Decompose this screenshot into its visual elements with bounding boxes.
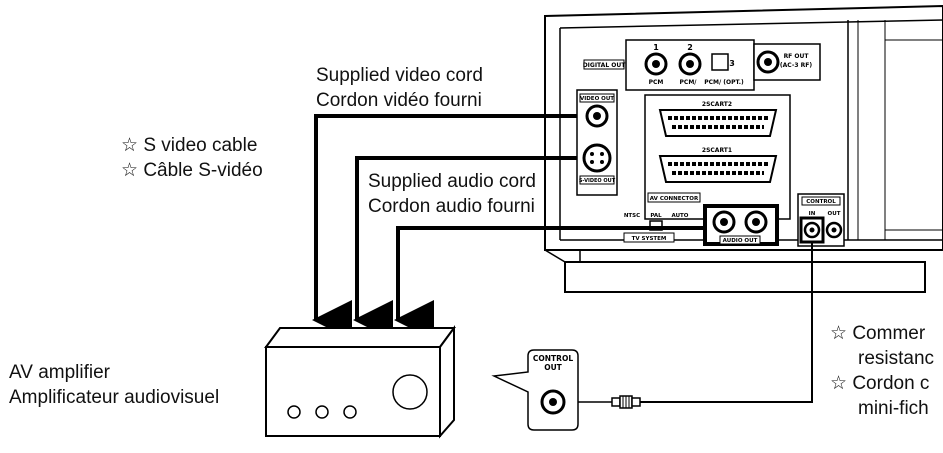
amp-label-fr: Amplificateur audiovisuel <box>9 387 220 408</box>
ntsc-label: NTSC <box>624 213 640 219</box>
tv-system-label: TV SYSTEM <box>632 236 667 242</box>
av-connector-label: AV CONNECTOR <box>650 196 699 202</box>
amp-knob-2 <box>315 405 329 419</box>
audio-cable <box>394 226 705 340</box>
audio-cord-label-en: Supplied audio cord <box>368 170 538 194</box>
video-out-block: VIDEO OUT S-VIDEO OUT <box>576 89 618 196</box>
control-cable <box>640 242 813 403</box>
audio-cord-label-fr: Cordon audio fourni <box>368 195 537 219</box>
star-icon: ☆ <box>121 160 139 181</box>
control-cord-label-1: ☆ Commer <box>830 322 925 346</box>
tv-system-block: NTSC PAL AUTO TV SYSTEM <box>623 213 689 243</box>
control-cord-label-4: mini-fich <box>858 398 929 419</box>
auto-label: AUTO <box>672 213 689 219</box>
svideo-cable-label-fr: ☆ Câble S-vidéo <box>121 159 263 183</box>
pcm-label: PCM <box>649 79 664 86</box>
av-amplifier <box>264 324 456 439</box>
video-cable <box>312 114 577 340</box>
amp-volume-knob <box>392 374 428 410</box>
control-label: CONTROL <box>806 199 836 205</box>
control-cord-text-1: Commer <box>852 323 926 344</box>
scart1-label: 2SCART1 <box>702 147 732 154</box>
control-cord-label-3: ☆ Cordon c <box>830 372 929 396</box>
digital-out-block: DIGITAL OUT 1 2 3 PCM PCM/ PCM/ (OPT.) R… <box>583 39 821 91</box>
video-out-label: VIDEO OUT <box>580 96 614 102</box>
star-icon: ☆ <box>830 323 848 344</box>
star-icon: ☆ <box>830 373 848 394</box>
pal-label: PAL <box>650 213 662 219</box>
scart2-label: 2SCART2 <box>702 101 732 108</box>
scart2-connector <box>658 109 778 137</box>
control-block: CONTROL IN OUT <box>797 193 845 247</box>
svideo-cable-text-en: S video cable <box>143 135 258 156</box>
amp-out-label: OUT <box>544 363 562 372</box>
amp-control-label: CONTROL <box>533 354 573 363</box>
audio-out-label: AUDIO OUT <box>723 238 758 244</box>
cables <box>312 114 813 403</box>
rf-out-label: RF OUT <box>784 53 810 60</box>
optical-jack <box>711 53 729 71</box>
s-video-out-jack <box>582 143 612 173</box>
svideo-cable-text-fr: Câble S-vidéo <box>143 160 263 181</box>
amp-label-en: AV amplifier <box>9 362 111 383</box>
video-cord-label-en: Supplied video cord <box>316 65 483 86</box>
star-icon: ☆ <box>121 135 139 156</box>
rf-out-sub-label: (AC-3 RF) <box>780 62 812 69</box>
control-out-label: OUT <box>828 211 841 217</box>
digital-out-label: DIGITAL OUT <box>583 62 627 69</box>
amp-control-callout: CONTROL OUT <box>491 349 579 431</box>
video-cord-label-fr: Cordon vidéo fourni <box>316 90 482 111</box>
mini-plug <box>570 395 641 409</box>
s-video-cable <box>353 156 577 340</box>
scart-block: 2SCART2 2SCART1 AV CONNECTOR <box>644 94 791 220</box>
audio-out-block: AUDIO OUT <box>703 204 779 246</box>
control-in-label: IN <box>809 211 816 217</box>
jack-2-number: 2 <box>687 43 693 52</box>
control-cord-label-2: resistanc <box>858 348 935 369</box>
amp-knob-3 <box>343 405 357 419</box>
jack-3-number: 3 <box>729 59 735 68</box>
scart1-connector <box>658 155 778 183</box>
s-video-out-label: S-VIDEO OUT <box>579 178 616 184</box>
svideo-cable-label-en: ☆ S video cable <box>121 134 257 158</box>
amp-knob-1 <box>287 405 301 419</box>
jack-1-number: 1 <box>653 43 659 52</box>
optical-label: PCM/ (OPT.) <box>704 79 744 86</box>
control-cord-text-3: Cordon c <box>852 373 930 394</box>
pcm-2-label: PCM/ <box>680 79 698 86</box>
